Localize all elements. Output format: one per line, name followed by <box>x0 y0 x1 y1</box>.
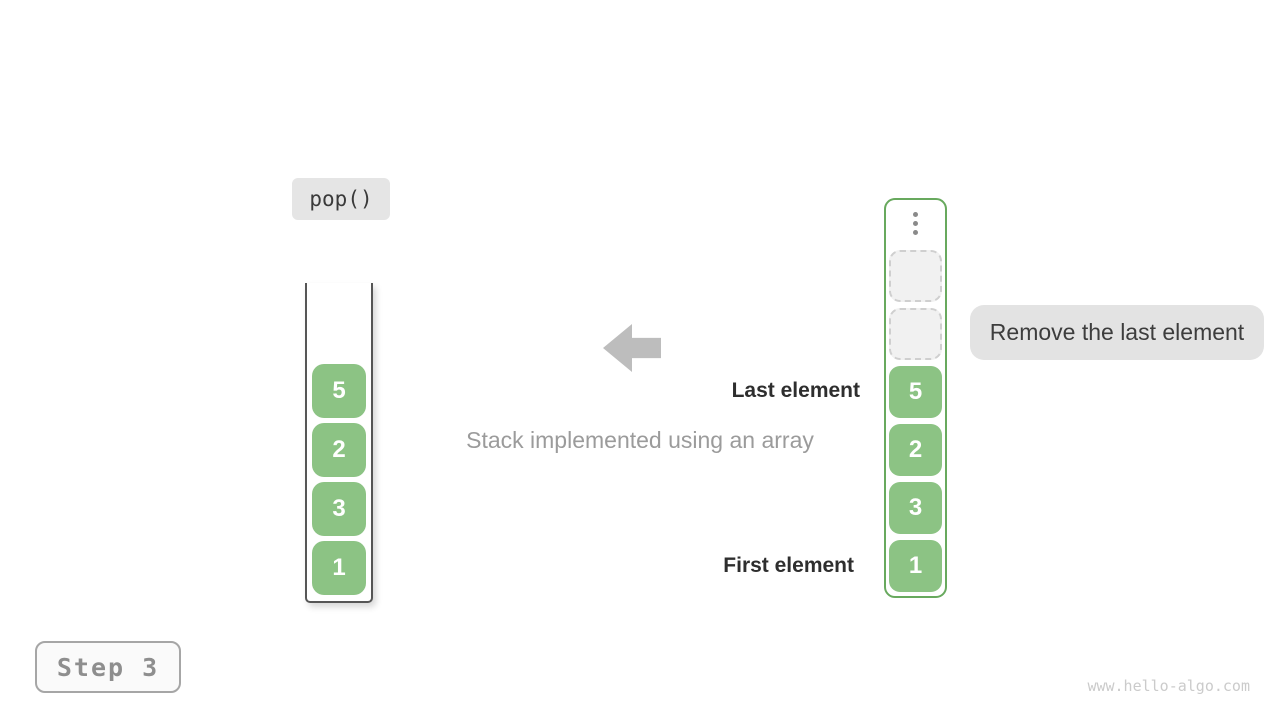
right-stack-container: 5 2 3 1 <box>884 198 947 598</box>
step-badge: Step 3 <box>35 641 181 693</box>
remove-last-element-tooltip: Remove the last element <box>970 305 1264 360</box>
stack-element: 5 <box>312 364 366 418</box>
vertical-dots-icon <box>913 209 918 237</box>
stack-element: 3 <box>312 482 366 536</box>
stack-element: 1 <box>889 540 942 592</box>
stack-element: 5 <box>889 366 942 418</box>
removed-slot <box>889 308 942 360</box>
stack-element: 3 <box>889 482 942 534</box>
last-element-label: Last element <box>731 379 860 402</box>
left-arrow-icon <box>603 324 661 372</box>
first-element-label: First element <box>723 554 854 577</box>
pop-operation-label: pop() <box>292 178 390 220</box>
stack-element: 1 <box>312 541 366 595</box>
stack-element: 2 <box>889 424 942 476</box>
right-stack-items: 5 2 3 1 <box>889 250 942 592</box>
removed-slot <box>889 250 942 302</box>
watermark-text: www.hello-algo.com <box>1087 677 1250 695</box>
stack-element: 2 <box>312 423 366 477</box>
diagram-caption: Stack implemented using an array <box>466 427 814 453</box>
